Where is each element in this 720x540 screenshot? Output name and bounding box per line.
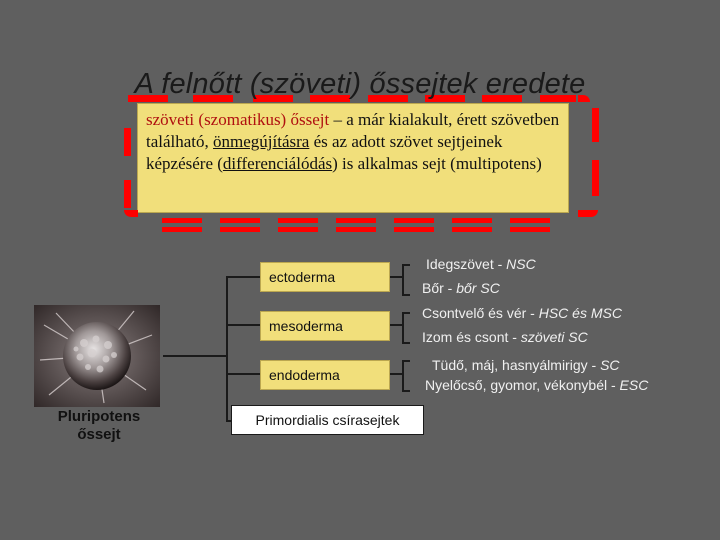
primordial-germ-cells-box: Primordialis csírasejtek [231,405,424,435]
definition-text-1: – a már kialakult, érett szövetben talál… [146,110,560,151]
ectoderm-brace [402,264,410,296]
definition-term: szöveti (szomatikus) őssejt [146,110,330,129]
pluripotent-stem-cell-label: Pluripotens őssejt [57,408,141,443]
mesoderm-brace [402,312,410,344]
definition-underline-differentiation: differenciálódás [222,154,333,173]
tissue-gi-tract: Nyelőcső, gyomor, vékonybél - ESC [425,377,649,393]
definition-text-2: és az adott szövet sejtjeinek képzésére … [146,132,503,173]
definition-underline-self-renewal: önmegújításra [213,132,310,151]
germ-layer-endoderm: endoderma [260,360,390,390]
endoderm-brace [402,360,410,392]
tissue-muscle-bone: Izom és csont - szöveti SC [422,329,588,345]
tissue-bone-marrow-blood: Csontvelő és vér - HSC és MSC [422,305,622,321]
tissue-lung-liver-pancreas: Tüdő, máj, hasnyálmirigy - SC [432,357,620,373]
definition-text-3: ) is alkalmas sejt (multipotens) [332,154,542,173]
tissue-neural: Idegszövet - NSC [426,256,536,272]
stem-cell-micrograph [34,305,160,407]
definition-box: szöveti (szomatikus) őssejt – a már kial… [137,103,569,213]
tissue-skin: Bőr - bőr SC [422,280,500,296]
germ-layer-ectoderm: ectoderma [260,262,390,292]
germ-layer-mesoderm: mesoderma [260,311,390,341]
page-title: A felnőtt (szöveti) őssejtek eredete [134,68,586,100]
